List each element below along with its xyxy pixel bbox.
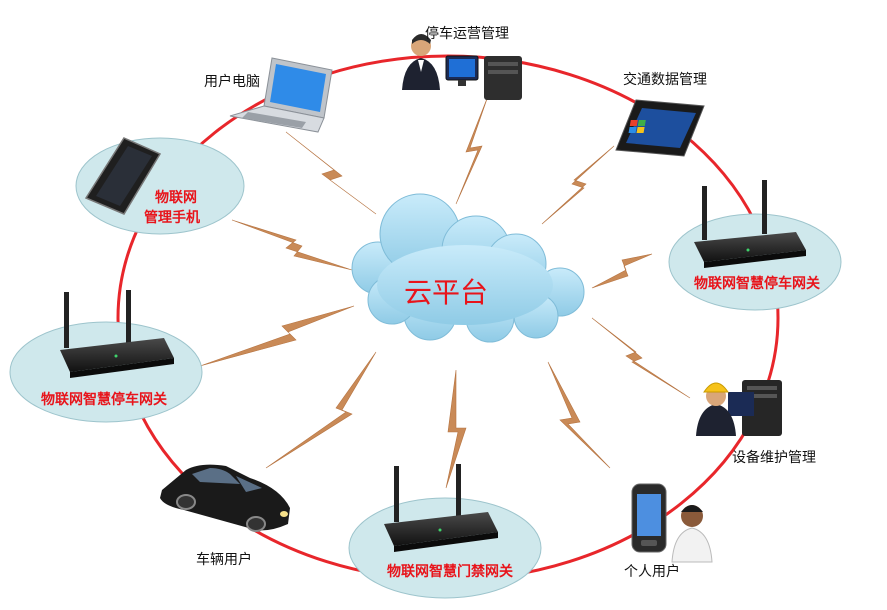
mobile-mgmt-label-line1: 物联网 xyxy=(155,189,197,206)
node-vehicle-user[interactable]: 车辆用户 xyxy=(160,464,290,568)
parking-ops-label: 停车运营管理 xyxy=(425,25,509,42)
node-traffic-data[interactable]: 交通数据管理 xyxy=(615,71,707,157)
link-personal xyxy=(547,361,611,469)
vehicle-user-label: 车辆用户 xyxy=(196,551,252,568)
gateway-left-label: 物联网智慧停车网关 xyxy=(41,391,167,408)
equipment-maint-label: 设备维护管理 xyxy=(732,449,816,466)
smartphone-person-icon xyxy=(631,483,713,563)
link-traffic-data xyxy=(541,145,615,225)
router-icon xyxy=(694,180,806,268)
link-user-pc xyxy=(285,131,377,215)
user-pc-label: 用户电脑 xyxy=(204,73,260,90)
link-gateway-right xyxy=(591,253,653,289)
tablet-icon xyxy=(615,99,705,157)
personal-user-label: 个人用户 xyxy=(624,563,680,580)
wireless-links xyxy=(199,95,691,489)
node-equipment-maint[interactable]: 设备维护管理 xyxy=(696,380,816,466)
node-user-pc[interactable]: 用户电脑 xyxy=(204,57,333,133)
node-gateway-right[interactable]: 物联网智慧停车网关 xyxy=(668,180,842,311)
node-parking-ops[interactable]: 停车运营管理 xyxy=(402,25,522,100)
link-gateway-left xyxy=(199,305,355,367)
engineer-server-icon xyxy=(696,380,782,436)
smartphone-icon xyxy=(84,137,162,215)
link-access-gateway xyxy=(445,369,467,489)
link-equipment xyxy=(591,317,691,399)
node-personal-user[interactable]: 个人用户 xyxy=(624,483,713,580)
link-vehicle xyxy=(265,351,377,469)
laptop-icon xyxy=(229,57,333,133)
gateway-right-label: 物联网智慧停车网关 xyxy=(694,275,820,292)
operator-desktop-icon xyxy=(402,34,522,100)
link-mobile xyxy=(231,219,353,271)
node-mobile-mgmt[interactable]: 物联网 管理手机 xyxy=(75,137,245,235)
car-icon xyxy=(160,464,290,532)
traffic-data-label: 交通数据管理 xyxy=(623,71,707,88)
mobile-mgmt-label-line2: 管理手机 xyxy=(144,209,200,226)
access-gateway-label: 物联网智慧门禁网关 xyxy=(387,563,513,580)
link-parking-ops xyxy=(455,95,489,205)
router-icon xyxy=(384,464,498,552)
cloud-icon xyxy=(351,193,585,343)
node-gateway-left[interactable]: 物联网智慧停车网关 xyxy=(9,290,203,423)
node-access-gateway[interactable]: 物联网智慧门禁网关 xyxy=(348,464,542,599)
router-icon xyxy=(60,290,174,378)
cloud-platform-label: 云平台 xyxy=(404,276,488,309)
